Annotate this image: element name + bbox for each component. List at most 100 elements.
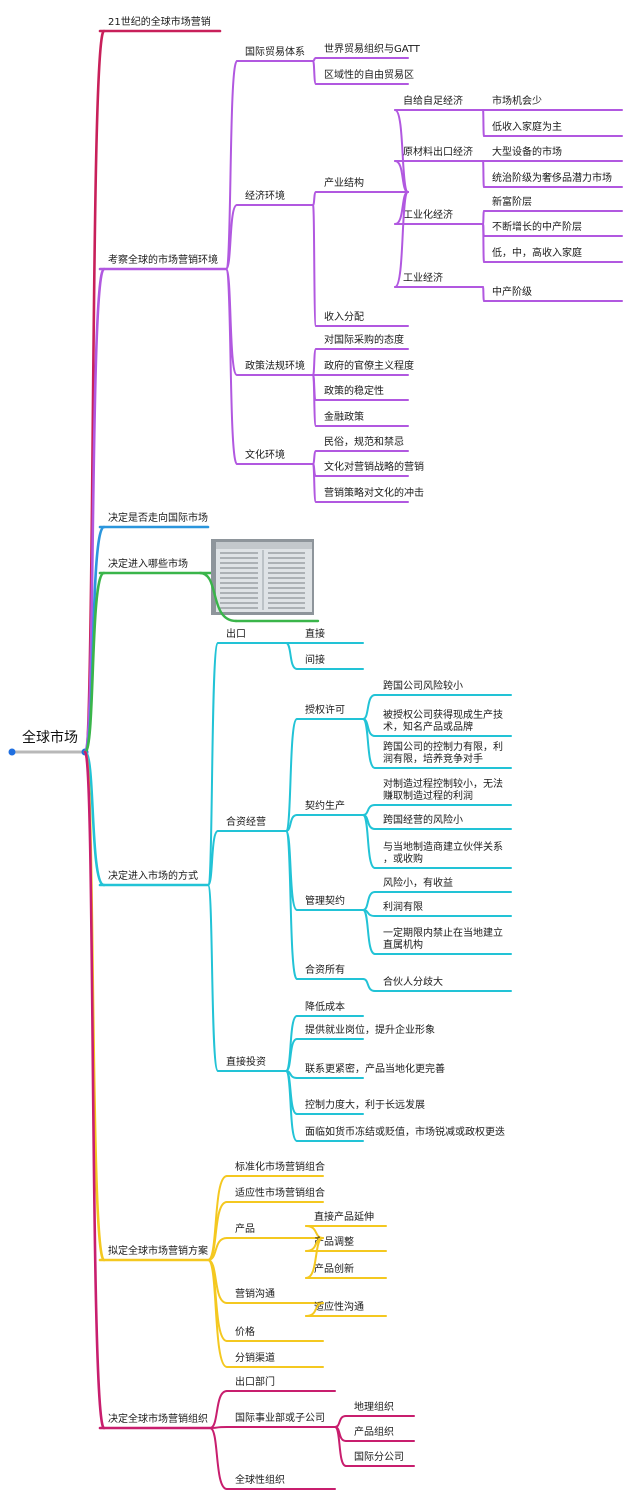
node-4-0[interactable]: 出口 (226, 627, 246, 640)
node-4-0-0[interactable]: 直接 (305, 627, 325, 640)
node-5-3-0[interactable]: 适应性沟通 (314, 1300, 364, 1313)
node-6-1-1[interactable]: 产品组织 (354, 1425, 394, 1438)
node-4-1-1[interactable]: 契约生产 (305, 799, 345, 812)
node-1-1-0-2-1[interactable]: 不断增长的中产阶层 (492, 220, 582, 233)
node-4-1-2-0[interactable]: 风险小，有收益 (383, 876, 453, 889)
node-5-0[interactable]: 标准化市场营销组合 (235, 1160, 325, 1173)
root-topic[interactable]: 全球市场 (22, 729, 78, 746)
connector-4-1-2-0 (362, 891, 376, 911)
node-1-1-0-1[interactable]: 原材料出口经济 (403, 145, 473, 158)
node-4-1-3-0[interactable]: 合伙人分歧大 (383, 975, 443, 988)
node-4-1-0-2[interactable]: 跨国公司的控制力有限，利润有限，培养竞争对手 (383, 740, 503, 765)
node-1[interactable]: 考察全球的市场营销环境 (108, 253, 218, 266)
node-1-2-0[interactable]: 对国际采购的态度 (324, 333, 404, 346)
node-6-1-0[interactable]: 地理组织 (354, 1400, 394, 1413)
node-4-1-0-1[interactable]: 被授权公司获得现成生产技术，知名产品或品牌 (383, 708, 503, 733)
node-3[interactable]: 决定进入哪些市场 (108, 557, 188, 570)
connector-1-1-0-1-1 (482, 160, 485, 188)
node-1-1-0-2-2[interactable]: 低，中，高收入家庭 (492, 246, 582, 259)
connector-1-3-2 (312, 463, 317, 503)
connector-4-1-1 (285, 814, 298, 832)
node-6-2[interactable]: 全球性组织 (235, 1473, 285, 1486)
node-4-2-1[interactable]: 提供就业岗位，提升企业形象 (305, 1023, 435, 1036)
node-1-1-0-2-0[interactable]: 新富阶层 (492, 195, 532, 208)
node-1-3-0[interactable]: 民俗，规范和禁忌 (324, 435, 404, 448)
node-1-1-0-2[interactable]: 工业化经济 (403, 208, 453, 221)
connector-4-1-0-2 (362, 718, 376, 769)
node-1-0-0[interactable]: 世界贸易组织与GATT (324, 42, 421, 55)
connector-1-1-0-3-0 (482, 286, 485, 302)
node-2[interactable]: 决定是否走向国际市场 (108, 511, 208, 524)
node-4-2-4[interactable]: 面临如货币冻结或贬值，市场锐减或政权更迭 (305, 1125, 505, 1138)
connector-4-1-0-0 (362, 694, 376, 720)
node-1-1-0[interactable]: 产业结构 (324, 176, 364, 189)
node-1-1-0-1-1[interactable]: 统治阶级为奢侈品潜力市场 (492, 171, 612, 184)
node-1-1-0-3[interactable]: 工业经济 (403, 271, 443, 284)
connector-6 (83, 750, 106, 1430)
node-1-3-2[interactable]: 营销策略对文化的冲击 (324, 486, 424, 499)
connector-4-0-1 (285, 642, 298, 670)
node-4-2-2[interactable]: 联系更紧密，产品当地化更完善 (305, 1062, 445, 1075)
node-1-2-1[interactable]: 政府的官僚主义程度 (324, 359, 414, 372)
node-5-2[interactable]: 产品 (235, 1222, 255, 1235)
node-4-1-1-2[interactable]: 与当地制造商建立伙伴关系，或收购 (383, 840, 503, 865)
connector-5-2 (207, 1237, 228, 1261)
node-5-4[interactable]: 价格 (235, 1325, 255, 1338)
node-1-2-2[interactable]: 政策的稳定性 (324, 384, 384, 397)
node-4-1-0-0[interactable]: 跨国公司风险较小 (383, 679, 463, 692)
node-5-5[interactable]: 分销渠道 (235, 1351, 275, 1364)
connector-4-2-1 (285, 1038, 298, 1072)
node-6-1-2[interactable]: 国际分公司 (354, 1451, 404, 1463)
connector-1-1-0-2-0 (482, 210, 485, 225)
node-1-2[interactable]: 政策法规环境 (245, 359, 305, 372)
node-4-1-3[interactable]: 合资所有 (305, 963, 345, 976)
connector-1-1-0-0-1 (482, 109, 485, 137)
node-6-0[interactable]: 出口部门 (235, 1375, 275, 1388)
node-1-1-0-0-1[interactable]: 低收入家庭为主 (492, 120, 562, 133)
node-1-2-3[interactable]: 金融政策 (324, 410, 364, 423)
node-4-1-1-1[interactable]: 跨国经营的风险小 (383, 813, 463, 826)
connector-1-1-0-3 (394, 191, 409, 288)
node-1-1[interactable]: 经济环境 (245, 189, 285, 202)
connector-1-0 (225, 60, 238, 270)
node-4-1-2-1[interactable]: 利润有限 (383, 900, 423, 913)
node-1-1-0-3-0[interactable]: 中产阶级 (492, 285, 532, 298)
node-6[interactable]: 决定全球市场营销组织 (108, 1412, 208, 1425)
node-5-2-2[interactable]: 产品创新 (314, 1262, 354, 1275)
connector-4-0 (207, 642, 219, 886)
node-5-2-0[interactable]: 直接产品延伸 (314, 1210, 374, 1223)
node-0[interactable]: 21世纪的全球市场营销 (108, 15, 211, 28)
node-1-3-1[interactable]: 文化对营销战略的营销 (324, 460, 424, 473)
connector-4-1-3-0 (362, 978, 376, 992)
node-1-1-0-0[interactable]: 自给自足经济 (403, 94, 463, 107)
node-4-1-2[interactable]: 管理契约 (305, 894, 345, 907)
node-1-0[interactable]: 国际贸易体系 (245, 46, 305, 58)
connector-1-3 (225, 268, 238, 465)
connector-1-1-0-2-2 (482, 223, 485, 263)
node-5-2-1[interactable]: 产品调整 (314, 1235, 354, 1248)
node-1-0-1[interactable]: 区域性的自由贸易区 (324, 68, 414, 81)
node-4-1-0[interactable]: 授权许可 (305, 703, 345, 716)
node-5[interactable]: 拟定全球市场营销方案 (108, 1244, 208, 1257)
node-6-1[interactable]: 国际事业部或子公司 (235, 1411, 325, 1424)
node-4-2[interactable]: 直接投资 (226, 1055, 266, 1068)
node-4-2-0[interactable]: 降低成本 (305, 1000, 345, 1013)
node-1-1-0-0-0[interactable]: 市场机会少 (492, 94, 542, 107)
node-4-0-1[interactable]: 间接 (305, 653, 325, 666)
connector-4-2-4 (285, 1070, 298, 1142)
node-1-1-0-1-0[interactable]: 大型设备的市场 (492, 145, 562, 158)
node-1-1-1[interactable]: 收入分配 (324, 310, 364, 323)
node-1-3[interactable]: 文化环境 (245, 448, 285, 461)
connector-4-2-0 (285, 1015, 298, 1072)
node-5-1[interactable]: 适应性市场营销组合 (235, 1186, 325, 1199)
node-5-3[interactable]: 营销沟通 (235, 1287, 275, 1300)
node-4-2-3[interactable]: 控制力度大，利于长远发展 (305, 1098, 425, 1111)
connector-1-0-1 (312, 60, 317, 85)
connector-5-2-2 (305, 1237, 324, 1279)
node-4[interactable]: 决定进入市场的方式 (108, 869, 198, 882)
node-4-1-2-2[interactable]: 一定期限内禁止在当地建立直属机构 (383, 926, 503, 951)
node-4-1-1-0[interactable]: 对制造过程控制较小，无法赚取制造过程的利润 (383, 777, 503, 802)
connector-6-0 (209, 1390, 228, 1429)
node-4-1[interactable]: 合资经营 (226, 815, 266, 828)
